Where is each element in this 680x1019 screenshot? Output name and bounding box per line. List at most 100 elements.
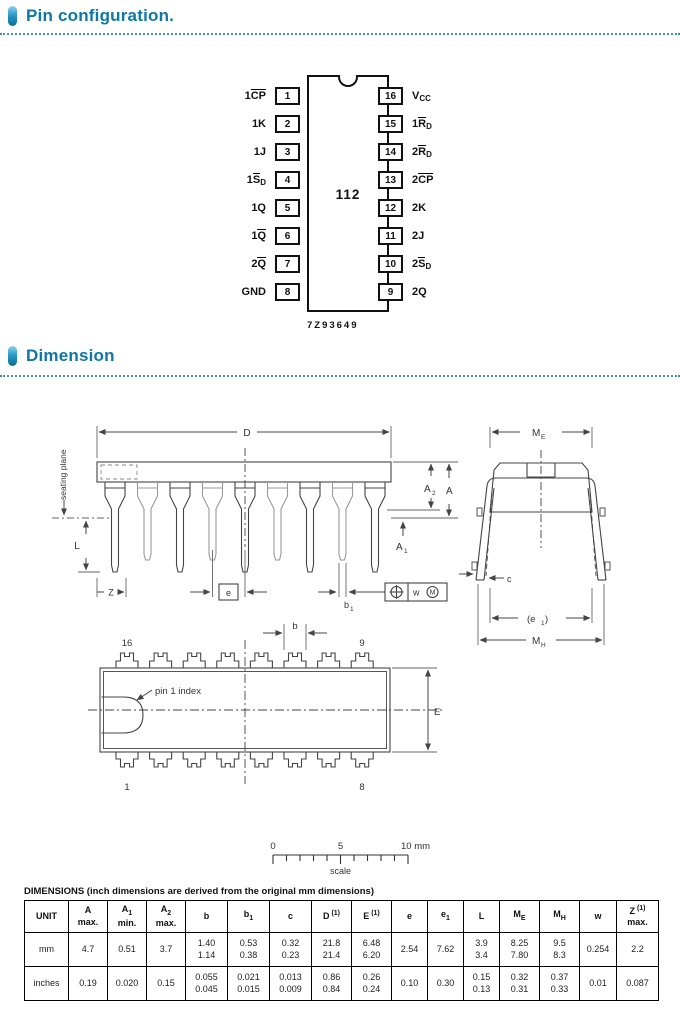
pin-label: 1K: [110, 118, 275, 130]
pin-number-box: 13: [378, 171, 403, 189]
pin-number-box: 14: [378, 143, 403, 161]
value-cell: 0.19: [68, 966, 108, 1001]
unit-cell: inches: [24, 966, 69, 1001]
ic-index-notch: [338, 74, 358, 87]
pin-label-segment: 1Q: [251, 202, 266, 214]
pin-label: 2K: [403, 202, 426, 214]
dim-e1-close: ): [545, 614, 548, 625]
dim-b-label: b: [292, 621, 297, 632]
pin-label-segment: 1J: [253, 146, 266, 158]
pin-label: 1CP: [110, 89, 275, 103]
value-cell: 0.30: [427, 966, 464, 1001]
package-dimension-drawings: D seating plane L Z e b 1 A 2 A A 1 w M: [52, 426, 611, 876]
ic-type-number: 112: [335, 187, 361, 202]
pin-label: 1Q: [110, 202, 275, 214]
section-divider: [0, 375, 680, 377]
pin-number-box: 6: [275, 227, 300, 245]
dim-e1-sub: 1: [541, 620, 545, 627]
scale-5-label: 5: [338, 841, 343, 852]
pin-number-box: 10: [378, 255, 403, 273]
section-title: Pin configuration.: [26, 6, 175, 25]
pin-label-segment: 2J: [412, 230, 425, 242]
pin-label-segment: 1: [246, 174, 253, 186]
value-cell: 0.15: [146, 966, 186, 1001]
section-title: Dimension: [26, 346, 115, 365]
column-header: w: [579, 900, 617, 933]
column-header: UNIT: [24, 900, 69, 933]
column-header: D (1): [311, 900, 352, 933]
top-view-extension-lines: [283, 624, 437, 753]
pin-number-box: 5: [275, 199, 300, 217]
pin-number-box: 11: [378, 227, 403, 245]
pin-label-segment: V: [412, 89, 420, 102]
pin-label: 2SD: [403, 257, 431, 271]
pin-number-box: 7: [275, 255, 300, 273]
dim-MH-sub: H: [541, 642, 546, 649]
pin-label: 2RD: [403, 145, 432, 159]
seating-plane-label: seating plane: [58, 449, 68, 500]
pin-label-segment: S: [418, 257, 426, 270]
pin-label-segment: D: [260, 178, 266, 187]
pin-label-segment: CP: [418, 173, 434, 187]
value-cell: 0.51: [107, 932, 147, 967]
side-view-dimension-lines: [61, 429, 452, 595]
pin-label-segment: 2: [251, 258, 258, 271]
pin-9-number: 9: [359, 638, 364, 649]
pin-1-number: 1: [124, 782, 129, 793]
column-header: MH: [539, 900, 580, 933]
pin-label-segment: Q: [257, 257, 266, 271]
pin-label: 1J: [110, 146, 275, 158]
pin-number-box: 15: [378, 115, 403, 133]
pin-label-segment: Q: [257, 229, 266, 243]
end-view-drawing: [459, 427, 611, 645]
column-header: E (1): [351, 900, 392, 933]
side-view-leads: [104, 482, 386, 573]
unit-cell: mm: [24, 932, 69, 967]
dim-A-label: A: [446, 486, 453, 497]
pin-label: 1RD: [403, 117, 432, 131]
pin-number-box: 16: [378, 87, 403, 105]
true-position-tolerance-frame: [384, 582, 448, 602]
pin-16-number: 16: [122, 638, 133, 649]
dim-A2-label: A: [424, 484, 431, 495]
scale-bar-labels: 0 5 10 mm scale: [270, 841, 430, 876]
dim-w-label: w: [412, 588, 420, 598]
pin-label: 2CP: [403, 173, 434, 187]
max-material-icon: [426, 585, 439, 599]
end-view-extension-lines: [477, 427, 605, 645]
dim-c-label: c: [507, 574, 512, 584]
dim-Z-label: Z: [108, 588, 114, 598]
top-view-labels: b 16 9 1 8 pin 1 index E: [122, 621, 441, 793]
side-view-drawing: [52, 426, 458, 602]
pin-label-segment: CC: [419, 93, 431, 103]
scale-caption: scale: [330, 866, 351, 876]
pin-label-segment: 2K: [412, 202, 427, 214]
pin-label: 2Q: [403, 286, 427, 298]
section-divider: [0, 33, 680, 35]
pin-label: 1SD: [110, 173, 275, 187]
end-view-dimension-lines: [459, 429, 603, 643]
value-cell: 4.7: [68, 932, 108, 967]
column-header: e1: [427, 900, 464, 933]
column-header: ME: [499, 900, 540, 933]
dim-E-label: E: [434, 707, 440, 718]
pin-number-box: 4: [275, 171, 300, 189]
